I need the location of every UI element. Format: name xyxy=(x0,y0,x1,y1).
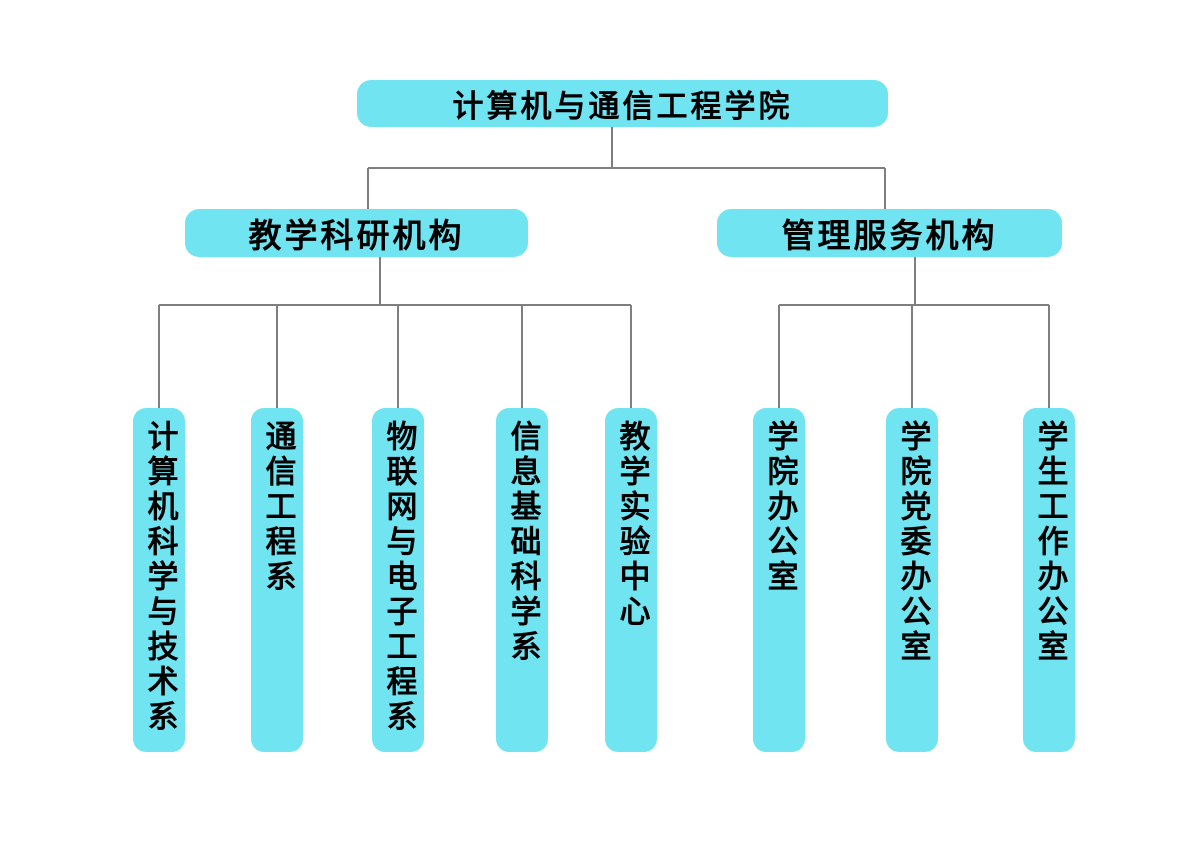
group-node-label: 教学科研机构 xyxy=(248,216,465,255)
dept-node-label: 通信工程系 xyxy=(259,420,296,595)
office-node-label: 学院办公室 xyxy=(761,420,798,595)
office-node-label: 学院党委办公室 xyxy=(894,420,931,665)
office-node-label: 学生工作办公室 xyxy=(1031,420,1068,665)
connector-root-to-groups xyxy=(367,127,886,209)
office-node-student-affairs-office: 学生工作办公室 xyxy=(1023,408,1075,752)
connector-management-to-offices xyxy=(778,257,1050,408)
root-node-college: 计算机与通信工程学院 xyxy=(357,80,888,127)
dept-node-label: 物联网与电子工程系 xyxy=(380,420,417,735)
group-node-management-service: 管理服务机构 xyxy=(717,209,1062,257)
dept-node-label: 教学实验中心 xyxy=(613,420,650,630)
dept-node-iot-electronic-engineering: 物联网与电子工程系 xyxy=(372,408,424,752)
dept-node-label: 计算机科学与技术系 xyxy=(141,420,178,735)
office-node-party-committee-office: 学院党委办公室 xyxy=(886,408,938,752)
dept-node-communication-engineering: 通信工程系 xyxy=(251,408,303,752)
root-node-label: 计算机与通信工程学院 xyxy=(452,89,793,125)
dept-node-teaching-experiment-center: 教学实验中心 xyxy=(605,408,657,752)
group-node-teaching-research: 教学科研机构 xyxy=(185,209,528,257)
dept-node-information-basic-science: 信息基础科学系 xyxy=(496,408,548,752)
dept-node-label: 信息基础科学系 xyxy=(504,420,541,665)
connector-teaching-to-departments xyxy=(158,257,632,408)
office-node-college-office: 学院办公室 xyxy=(753,408,805,752)
dept-node-computer-science: 计算机科学与技术系 xyxy=(133,408,185,752)
group-node-label: 管理服务机构 xyxy=(781,216,998,255)
